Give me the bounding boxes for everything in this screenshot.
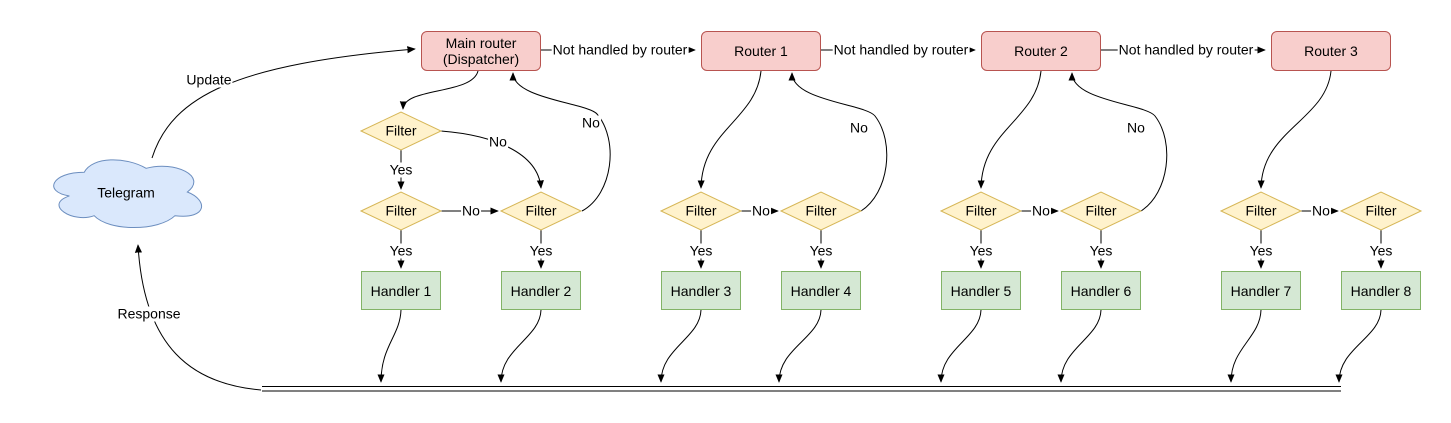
handler3-node: Handler 3 bbox=[661, 271, 741, 310]
no-label: No bbox=[461, 202, 481, 219]
router2-label: Router 2 bbox=[1014, 43, 1068, 59]
filter2b-return-arrow bbox=[1068, 72, 1168, 212]
update-edge-label: Update bbox=[185, 71, 233, 88]
no-label: No bbox=[581, 114, 601, 131]
handler4-label: Handler 4 bbox=[790, 282, 852, 299]
filter-diamond bbox=[359, 111, 443, 151]
no-label: No bbox=[1031, 202, 1051, 219]
no-label: No bbox=[1126, 119, 1146, 136]
filter0a-no-arrow bbox=[440, 130, 544, 189]
yes-label: Yes bbox=[968, 242, 994, 259]
handler5-label: Handler 5 bbox=[950, 282, 1012, 299]
filter-label: Filter bbox=[525, 202, 557, 219]
filter-label: Filter bbox=[1365, 202, 1397, 219]
filter-diamonds bbox=[359, 111, 1423, 231]
handler5-to-bus-arrow bbox=[937, 309, 982, 383]
handler2-to-bus-arrow bbox=[497, 309, 542, 383]
handler3-to-bus-arrow bbox=[657, 309, 702, 383]
handler1-to-bus-arrow bbox=[377, 309, 402, 383]
yes-label: Yes bbox=[388, 242, 414, 259]
handler4-node: Handler 4 bbox=[781, 271, 861, 310]
main-router-node: Main router (Dispatcher) bbox=[421, 31, 541, 71]
router1-to-filter-arrow bbox=[697, 70, 762, 189]
filter-label: Filter bbox=[1245, 202, 1277, 219]
handler7-label: Handler 7 bbox=[1230, 282, 1292, 299]
filter-diamond bbox=[1219, 191, 1303, 231]
yes-label: Yes bbox=[1248, 242, 1274, 259]
no-label: No bbox=[849, 119, 869, 136]
filter-diamond bbox=[659, 191, 743, 231]
filter-label: Filter bbox=[1085, 202, 1117, 219]
yes-label: Yes bbox=[388, 161, 414, 178]
yes-label: Yes bbox=[1368, 242, 1394, 259]
filter-label: Filter bbox=[805, 202, 837, 219]
router2-node: Router 2 bbox=[981, 31, 1101, 71]
yes-label: Yes bbox=[808, 242, 834, 259]
handler5-node: Handler 5 bbox=[941, 271, 1021, 310]
handler6-label: Handler 6 bbox=[1070, 282, 1132, 299]
response-arrow bbox=[134, 244, 262, 391]
handler1-node: Handler 1 bbox=[361, 271, 441, 310]
handler8-node: Handler 8 bbox=[1341, 271, 1421, 310]
handler1-label: Handler 1 bbox=[370, 282, 432, 299]
filter0c-return-arrow bbox=[509, 72, 611, 212]
handler7-to-bus-arrow bbox=[1227, 309, 1262, 383]
router2-to-filter-arrow bbox=[977, 70, 1042, 189]
handler2-node: Handler 2 bbox=[501, 271, 581, 310]
yes-label: Yes bbox=[1088, 242, 1114, 259]
not-handled-label-2: Not handled by router bbox=[832, 41, 970, 58]
yes-label: Yes bbox=[528, 242, 554, 259]
router3-to-filter-arrow bbox=[1257, 70, 1332, 189]
handler3-label: Handler 3 bbox=[670, 282, 732, 299]
filter-diamond bbox=[1339, 191, 1423, 231]
router1-label: Router 1 bbox=[734, 43, 788, 59]
handler7-node: Handler 7 bbox=[1221, 271, 1301, 310]
no-label: No bbox=[751, 202, 771, 219]
filter-label: Filter bbox=[965, 202, 997, 219]
main-router-subtitle: (Dispatcher) bbox=[442, 51, 520, 67]
no-label: No bbox=[488, 133, 508, 150]
main-router-title: Main router bbox=[445, 35, 517, 51]
no-label: No bbox=[1311, 202, 1331, 219]
filter-diamond bbox=[1059, 191, 1143, 231]
filter-label: Filter bbox=[685, 202, 717, 219]
filter-diamond bbox=[779, 191, 863, 231]
yes-label: Yes bbox=[688, 242, 714, 259]
handler8-label: Handler 8 bbox=[1350, 282, 1412, 299]
telegram-cloud-label: Telegram bbox=[97, 184, 155, 201]
flow-arrows bbox=[134, 46, 1385, 392]
filter-diamond bbox=[359, 191, 443, 231]
router3-node: Router 3 bbox=[1271, 31, 1391, 71]
filter-label: Filter bbox=[385, 122, 417, 139]
dispatcher-to-filter-arrow bbox=[399, 70, 479, 110]
telegram-cloud-shape bbox=[54, 160, 202, 228]
handler4-to-bus-arrow bbox=[775, 309, 822, 383]
handler6-node: Handler 6 bbox=[1061, 271, 1141, 310]
filter-diamond bbox=[939, 191, 1023, 231]
filter-label: Filter bbox=[385, 202, 417, 219]
not-handled-label-3: Not handled by router bbox=[1117, 41, 1255, 58]
router3-label: Router 3 bbox=[1304, 43, 1358, 59]
router1-node: Router 1 bbox=[701, 31, 821, 71]
handler8-to-bus-arrow bbox=[1335, 309, 1382, 383]
handler2-label: Handler 2 bbox=[510, 282, 572, 299]
handler6-to-bus-arrow bbox=[1057, 309, 1102, 383]
filter1b-return-arrow bbox=[788, 72, 888, 212]
response-edge-label: Response bbox=[116, 305, 182, 322]
update-arrow bbox=[151, 46, 416, 159]
not-handled-label-1: Not handled by router bbox=[551, 41, 689, 58]
filter-diamond bbox=[499, 191, 583, 231]
